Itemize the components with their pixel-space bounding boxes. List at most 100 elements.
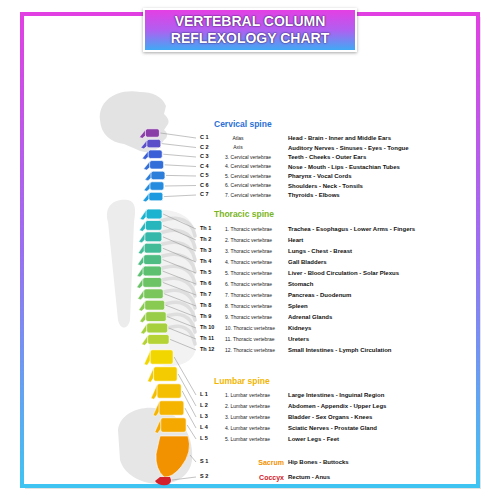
skull-silhouette bbox=[100, 91, 169, 152]
leader-line bbox=[166, 305, 196, 317]
vertebra-code: Th 9 bbox=[200, 314, 211, 320]
vertebra bbox=[148, 367, 178, 383]
organ-list: Adrenal Glands bbox=[288, 314, 332, 320]
vertebra bbox=[139, 221, 162, 232]
leader-line bbox=[165, 165, 196, 167]
vertebra-name: 5. Lumbar vertebrae bbox=[225, 437, 270, 442]
vertebra-name: 9. Thoracic vertebrae bbox=[225, 315, 272, 320]
vertebra-code: Th 5 bbox=[200, 270, 211, 276]
vertebra-code: L 2 bbox=[200, 403, 208, 409]
organ-list: Head - Brain - Inner and Middle Ears bbox=[288, 135, 391, 141]
vertebra bbox=[139, 232, 162, 243]
leader-line bbox=[160, 133, 196, 138]
organ-list: Nose - Mouth - Lips - Eustachian Tubes bbox=[288, 164, 400, 170]
vertebra-name: 5. Thoracic vertebrae bbox=[225, 271, 272, 276]
vertebral-body bbox=[143, 278, 162, 288]
vertebra-name: 1. Thoracic vertebrae bbox=[225, 227, 272, 232]
vertebra bbox=[138, 243, 162, 254]
vertebra-code: Th 11 bbox=[200, 336, 214, 342]
vertebral-body bbox=[148, 335, 170, 345]
vertebra-name: 4. Cervical vertebrae bbox=[225, 164, 271, 169]
vertebra-name: 2. Lumbar vertebrae bbox=[225, 404, 270, 409]
leader-line bbox=[164, 195, 196, 197]
leader-line bbox=[165, 185, 196, 187]
leader-line bbox=[163, 214, 196, 229]
vertebra-name: 11. Thoracic vertebrae bbox=[225, 337, 275, 342]
leader-line bbox=[164, 294, 196, 306]
vertebra-name: 7. Thoracic vertebrae bbox=[225, 293, 272, 298]
vertebra-code: S 1 bbox=[200, 459, 208, 465]
leader-line bbox=[163, 282, 196, 295]
leader-line bbox=[163, 248, 196, 262]
leader-line bbox=[172, 477, 196, 480]
vertebral-body bbox=[148, 150, 162, 159]
vertebra-name: 6. Cervical vertebrae bbox=[225, 183, 271, 188]
vertebra bbox=[151, 384, 181, 400]
vertebra-code: S 2 bbox=[200, 474, 208, 480]
organ-list: Liver - Blood Circulation - Solar Plexus bbox=[288, 270, 399, 276]
coccyx-bone bbox=[155, 477, 171, 485]
organ-list: Spleen bbox=[288, 303, 308, 309]
leader-line bbox=[182, 391, 196, 417]
vertebral-body bbox=[154, 367, 178, 382]
organ-list: Shoulders - Neck - Tonsils bbox=[288, 183, 363, 189]
vertebra-name: 4. Thoracic vertebrae bbox=[225, 260, 272, 265]
vertebral-body bbox=[144, 289, 164, 299]
organ-list: Large Intestines - Inguinal Region bbox=[288, 392, 384, 398]
leader-line bbox=[170, 339, 196, 350]
vertebra bbox=[138, 255, 162, 266]
organ-list: Heart bbox=[288, 237, 303, 243]
vertebra bbox=[143, 192, 163, 202]
leader-line bbox=[163, 260, 196, 273]
vertebra bbox=[140, 312, 167, 323]
vertebral-body bbox=[144, 243, 162, 253]
vertebra-name: Atlas bbox=[232, 136, 243, 141]
vertebra-code: Th 8 bbox=[200, 303, 211, 309]
vertebra-code: C 1 bbox=[200, 135, 209, 141]
vertebra-name: 12. Thoracic vertebrae bbox=[225, 348, 275, 353]
chart-title: VERTEBRAL COLUMN REFLEXOLOGY CHART bbox=[171, 13, 329, 46]
vertebral-body bbox=[157, 384, 181, 399]
section-heading: Cervical spine bbox=[214, 120, 272, 129]
vertebra-code: C 3 bbox=[200, 154, 209, 160]
organ-list: Pharynx - Vocal Cords bbox=[288, 173, 352, 179]
vertebral-body bbox=[147, 139, 161, 148]
vertebra bbox=[142, 335, 170, 346]
vertebra-code: Th 12 bbox=[200, 347, 214, 353]
vertebra-code: Th 1 bbox=[200, 226, 211, 232]
vertebra-code: L 1 bbox=[200, 392, 208, 398]
region-name: Sacrum bbox=[258, 459, 284, 466]
vertebra-name: 3. Lumbar vertebrae bbox=[225, 415, 270, 420]
vertebra-name: Axis bbox=[233, 145, 242, 150]
region-name: Coccyx bbox=[259, 474, 284, 481]
vertebra bbox=[141, 323, 168, 334]
vertebral-body bbox=[144, 255, 162, 265]
vertebra-code: Th 6 bbox=[200, 281, 211, 287]
vertebra-code: Th 2 bbox=[200, 237, 211, 243]
leader-line bbox=[163, 271, 196, 284]
leader-line bbox=[163, 237, 196, 251]
pelvis-silhouette bbox=[118, 408, 192, 484]
vertebra-code: L 5 bbox=[200, 436, 208, 442]
vertebra-code: Th 3 bbox=[200, 248, 211, 254]
vertebra bbox=[153, 401, 184, 417]
vertebra bbox=[139, 300, 165, 311]
vertebral-body bbox=[150, 182, 164, 191]
vertebra-name: 5. Cervical vertebrae bbox=[225, 174, 271, 179]
leader-line bbox=[169, 328, 196, 339]
organ-list: Teeth - Cheeks - Outer Ears bbox=[288, 154, 366, 160]
vertebral-body bbox=[145, 300, 165, 310]
leader-line bbox=[185, 408, 196, 428]
vertebra-name: 10. Thoracic vertebrae bbox=[225, 326, 275, 331]
organ-list: Ureters bbox=[288, 336, 309, 342]
leader-line bbox=[163, 154, 196, 157]
vertebral-body bbox=[150, 161, 164, 170]
vertebra-code: L 4 bbox=[200, 425, 208, 431]
vertebra bbox=[137, 278, 162, 289]
organ-list: Auditory Nerves - Sinuses - Eyes - Tongu… bbox=[288, 145, 409, 151]
vertebra-code: Th 4 bbox=[200, 259, 211, 265]
organ-list: Gall Bladders bbox=[288, 259, 327, 265]
organ-list: Sciatic Nerves - Prostate Gland bbox=[288, 425, 377, 431]
leader-line bbox=[166, 175, 196, 177]
vertebra bbox=[155, 418, 186, 434]
